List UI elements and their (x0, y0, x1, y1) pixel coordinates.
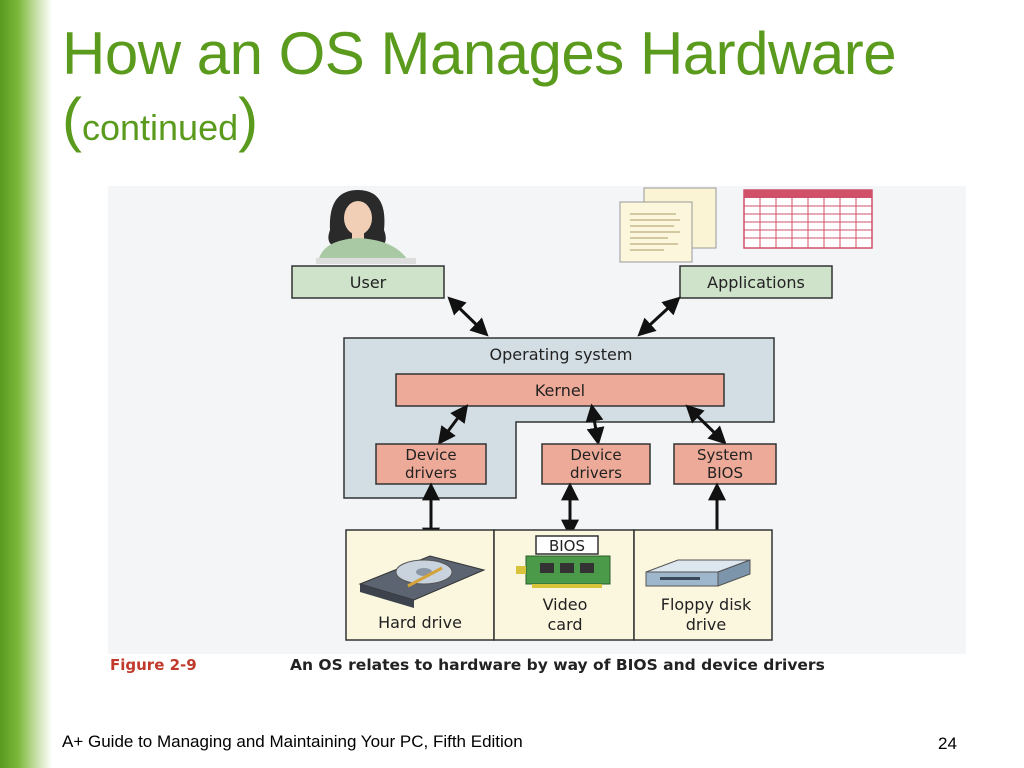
arrow-kernel-driver1 (437, 404, 469, 445)
video-card-line1: Video (543, 595, 588, 614)
title-paren-open: ( (62, 86, 82, 153)
user-label: User (350, 273, 387, 292)
system-bios-line1: System (697, 446, 753, 464)
bios-chip-label: BIOS (549, 537, 585, 555)
footer-book-title: A+ Guide to Managing and Maintaining You… (62, 732, 523, 751)
slide-title: How an OS Manages Hardware (continued) (62, 20, 897, 150)
figure-label: Figure 2-9 (110, 656, 197, 674)
applications-label: Applications (707, 273, 805, 292)
video-card-illustration (516, 555, 611, 588)
device-drivers-1-box (375, 443, 487, 485)
device-drivers-2-line1: Device (570, 446, 621, 464)
device-drivers-1-line1: Device (405, 446, 456, 464)
title-paren-close: ) (238, 86, 259, 153)
floppy-line1: Floppy disk (661, 595, 752, 614)
figure-caption: An OS relates to hardware by way of BIOS… (290, 656, 825, 674)
device-drivers-2-box (541, 443, 651, 485)
kernel-label: Kernel (535, 381, 585, 400)
os-hardware-diagram: User Applications Operating system Kerne… (108, 186, 966, 674)
arrow-kernel-sysbios (685, 404, 727, 445)
floppy-line2: drive (686, 615, 727, 634)
page-number: 24 (938, 734, 957, 753)
arrow-kernel-driver2 (585, 403, 605, 446)
bios-chip-box (535, 535, 599, 555)
system-bios-line2: BIOS (707, 464, 743, 482)
arrow-apps-os (637, 296, 681, 337)
kernel-box (395, 373, 725, 407)
applications-illustration (619, 187, 873, 263)
device-drivers-2-line2: drivers (570, 464, 622, 482)
side-gradient-bar (0, 0, 52, 768)
arrow-user-os (447, 296, 489, 337)
device-drivers-1-line2: drivers (405, 464, 457, 482)
floppy-drive-illustration (645, 559, 751, 587)
hard-drive-label: Hard drive (378, 613, 462, 632)
os-label: Operating system (490, 345, 633, 364)
applications-box (679, 265, 833, 299)
title-subtitle: continued (81, 107, 239, 148)
hard-drive-illustration (358, 555, 486, 608)
system-bios-box (673, 443, 777, 485)
user-box (291, 265, 445, 299)
title-continued: (continued) (62, 90, 896, 150)
title-main: How an OS Manages Hardware (62, 20, 897, 87)
video-card-line2: card (547, 615, 582, 634)
user-illustration (316, 190, 416, 264)
